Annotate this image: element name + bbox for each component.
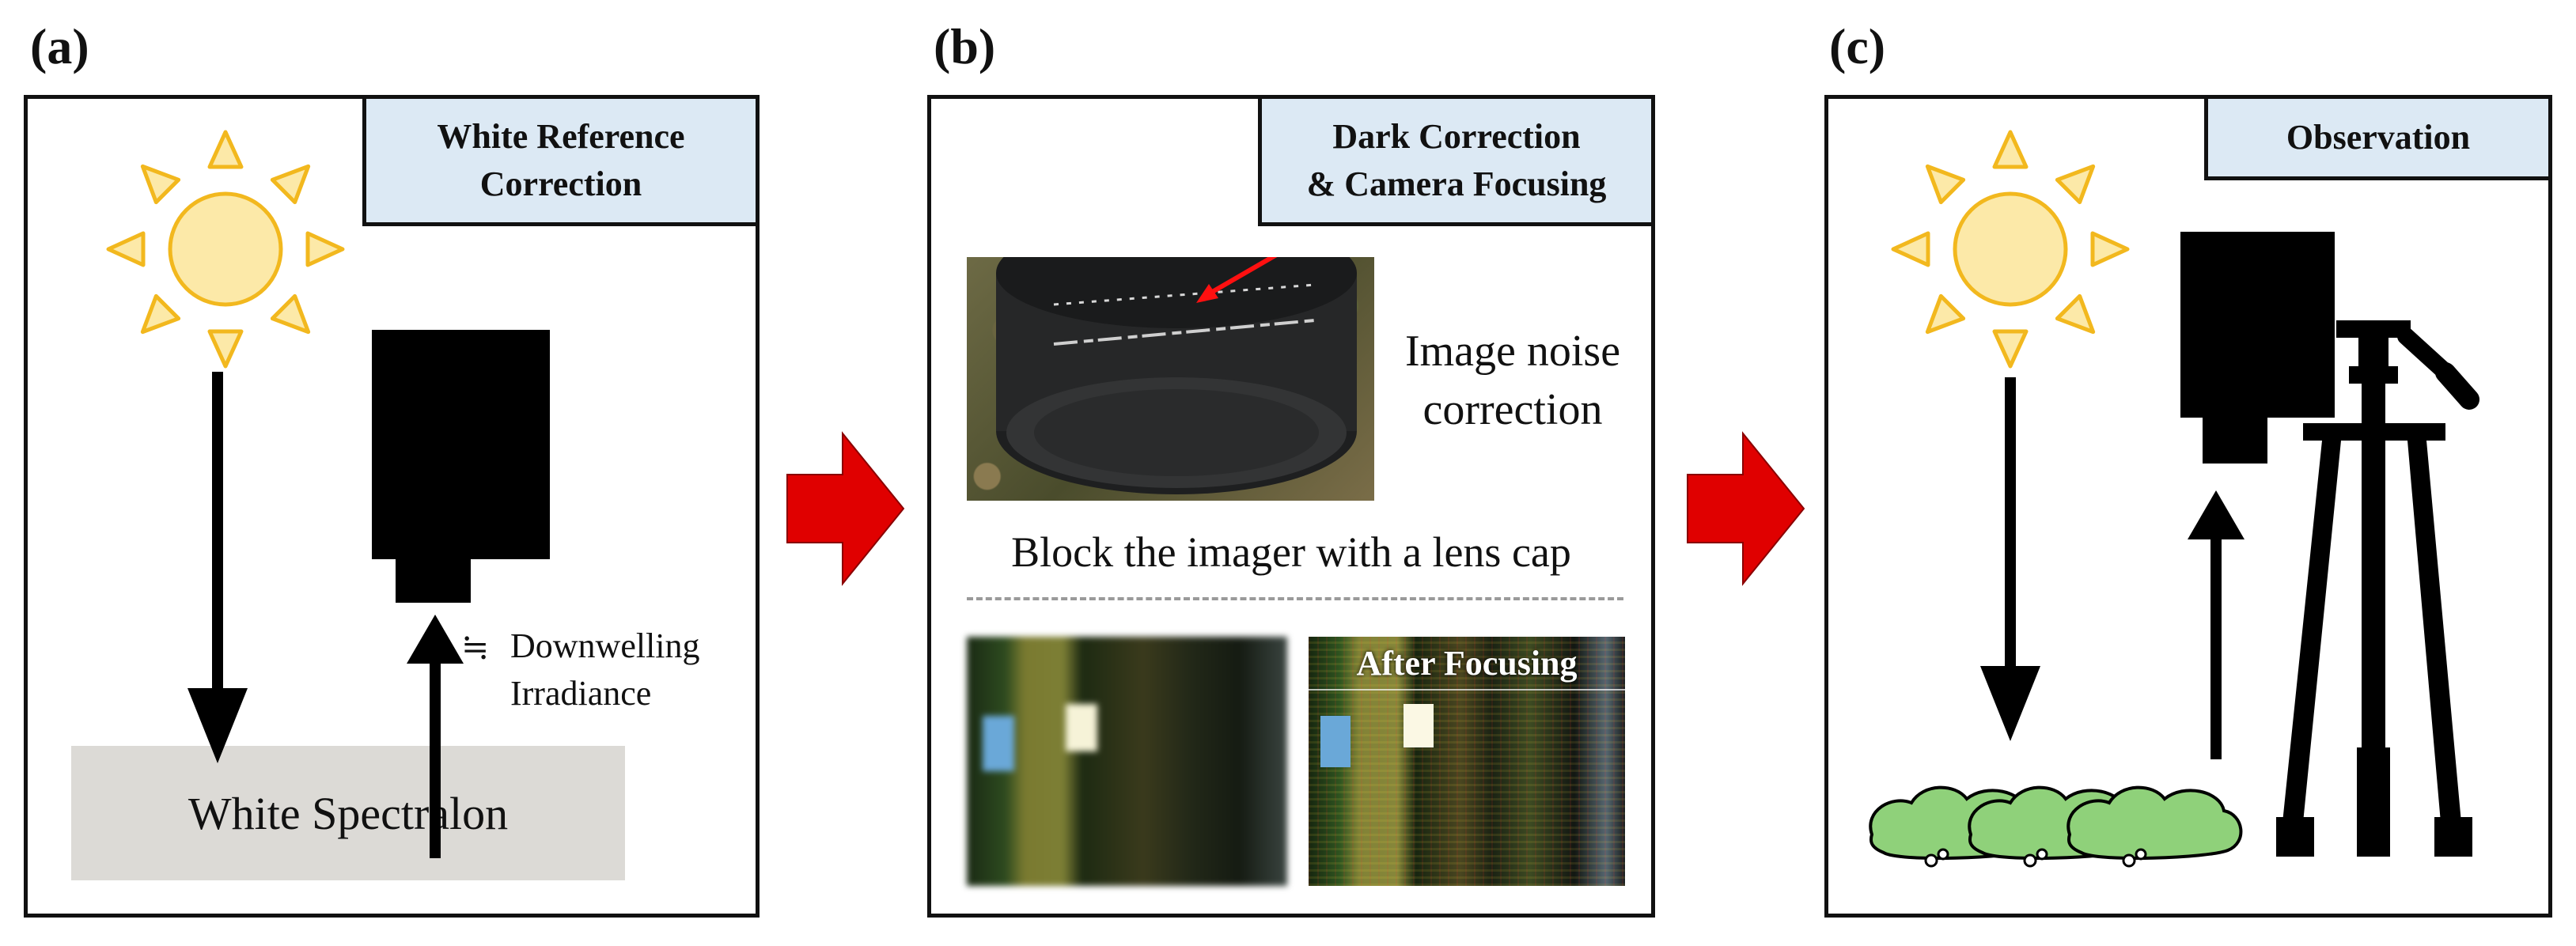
after-focusing-label: After Focusing: [1356, 644, 1578, 683]
panel-b-title-line1: Dark Correction: [1332, 117, 1581, 156]
noise-line1: Image noise: [1404, 327, 1621, 376]
section-divider: [967, 597, 1623, 600]
flow-arrow-icon: [1687, 431, 1805, 586]
after-focusing-photo: After Focusing: [1309, 637, 1625, 886]
panel-c-letter: (c): [1829, 18, 1886, 74]
before-focusing-photo: [967, 637, 1287, 886]
panel-observation: Observation: [1824, 95, 2552, 918]
panel-c-title-text: Observation: [2286, 118, 2471, 157]
sun-icon: [106, 130, 345, 369]
panel-white-reference: White Reference Correction White Spectra…: [24, 95, 760, 918]
blue-marker: [983, 716, 1014, 771]
downwelling-irradiance-label: Downwelling Irradiance: [510, 622, 700, 717]
lens-cap-photo: [967, 257, 1374, 501]
panel-c-title: Observation: [2204, 95, 2552, 180]
panel-a-title-line1: White Reference: [437, 117, 685, 156]
white-marker: [1404, 704, 1434, 747]
downwelling-line2: Irradiance: [510, 674, 652, 713]
panel-a-title-line2: Correction: [479, 165, 642, 203]
focus-guide-line: [1309, 689, 1625, 691]
noise-line2: correction: [1422, 385, 1603, 434]
blue-marker: [1320, 716, 1351, 767]
canopy-icon: [1869, 785, 2243, 868]
panel-dark-correction: Dark Correction & Camera Focusing Image …: [927, 95, 1655, 918]
incident-light-arrow: [188, 372, 248, 763]
panel-b-title-line2: & Camera Focusing: [1306, 165, 1607, 203]
white-spectralon: [71, 746, 625, 880]
reflected-light-arrow: [2188, 490, 2245, 759]
lens-cap-instruction: Block the imager with a lens cap: [1011, 528, 1571, 576]
incident-light-arrow: [1980, 377, 2040, 741]
lens-icon: [996, 257, 1357, 494]
downwelling-line1: Downwelling: [510, 626, 700, 665]
panel-b-title: Dark Correction & Camera Focusing: [1258, 95, 1655, 226]
panel-a-title: White Reference Correction: [362, 95, 760, 226]
camera-icon: [2180, 232, 2335, 464]
approx-equal-symbol: ≒: [461, 630, 490, 666]
spectralon-label: White Spectralon: [188, 788, 509, 839]
camera-icon: [372, 330, 550, 603]
reflected-light-arrow: [407, 615, 464, 858]
tripod-icon: [2276, 320, 2479, 857]
image-noise-correction-label: Image noise correction: [1386, 322, 1639, 439]
panel-b-letter: (b): [934, 18, 996, 74]
panel-a-letter: (a): [30, 18, 89, 74]
flow-arrow-icon: [786, 431, 905, 586]
white-marker: [1066, 704, 1097, 751]
sun-icon: [1891, 130, 2130, 369]
